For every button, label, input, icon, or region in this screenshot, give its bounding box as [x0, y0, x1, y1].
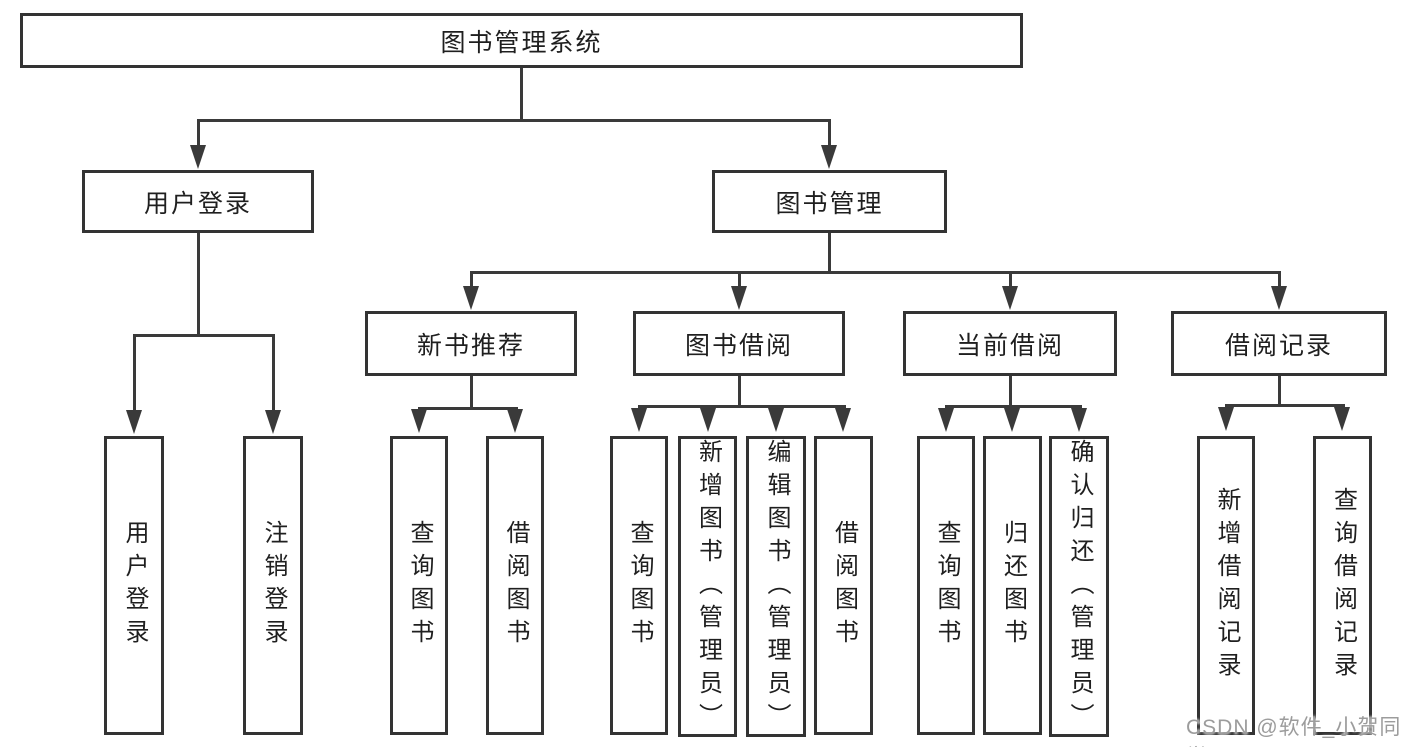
node-edit-book-admin: 编辑图书（管理员）: [746, 436, 806, 737]
node-borrowing-borrow-books: 借阅图书: [814, 436, 873, 735]
arrowhead-down-icon: [1002, 286, 1018, 310]
connector-drop: [1009, 271, 1012, 288]
connector-rail: [1225, 404, 1345, 407]
arrowhead-down-icon: [190, 145, 206, 169]
arrowhead-down-icon: [1271, 286, 1287, 310]
connector-stub: [197, 233, 200, 336]
connector-drop: [133, 334, 136, 412]
connector-rail: [418, 407, 518, 410]
node-book-borrowing: 图书借阅: [633, 311, 845, 376]
arrowhead-down-icon: [126, 410, 142, 434]
node-add-book-admin: 新增图书（管理员）: [678, 436, 737, 737]
node-login-user: 用户登录: [104, 436, 164, 735]
node-borrowing-query-books: 查询图书: [610, 436, 668, 735]
node-borrowing-records: 借阅记录: [1171, 311, 1387, 376]
node-query-borrow-record: 查询借阅记录: [1313, 436, 1372, 735]
node-library-management-system: 图书管理系统: [20, 13, 1023, 68]
connector-rail: [945, 405, 1082, 408]
node-logout: 注销登录: [243, 436, 303, 735]
arrowhead-down-icon: [835, 408, 851, 432]
arrowhead-down-icon: [700, 408, 716, 432]
connector-stub: [828, 233, 831, 273]
connector-rail: [133, 334, 275, 337]
connector-drop: [470, 271, 473, 288]
connector-level3-rail: [470, 271, 1281, 274]
arrowhead-down-icon: [1218, 407, 1234, 431]
csdn-watermark: CSDN @软件_小贺同学: [1186, 716, 1402, 747]
node-add-borrow-record: 新增借阅记录: [1197, 436, 1255, 735]
arrowhead-down-icon: [507, 409, 523, 433]
node-current-query-books: 查询图书: [917, 436, 975, 735]
arrowhead-down-icon: [821, 145, 837, 169]
node-book-management: 图书管理: [712, 170, 947, 233]
node-recommend-borrow-books: 借阅图书: [486, 436, 544, 735]
arrowhead-down-icon: [938, 408, 954, 432]
node-new-book-recommend: 新书推荐: [365, 311, 577, 376]
connector-rail: [638, 405, 846, 408]
connector-stub: [738, 376, 741, 408]
arrowhead-down-icon: [265, 410, 281, 434]
arrowhead-down-icon: [1071, 408, 1087, 432]
connector-stub: [1009, 376, 1012, 408]
arrowhead-down-icon: [1334, 407, 1350, 431]
node-confirm-return-admin: 确认归还（管理员）: [1049, 436, 1109, 737]
connector-drop: [272, 334, 275, 412]
arrowhead-down-icon: [411, 409, 427, 433]
arrowhead-down-icon: [1004, 408, 1020, 432]
node-return-book: 归还图书: [983, 436, 1042, 735]
connector-drop: [828, 119, 831, 147]
arrowhead-down-icon: [631, 408, 647, 432]
node-current-borrowing: 当前借阅: [903, 311, 1117, 376]
arrowhead-down-icon: [768, 408, 784, 432]
connector-drop: [738, 271, 741, 288]
arrowhead-down-icon: [463, 286, 479, 310]
connector-stub: [470, 376, 473, 410]
arrowhead-down-icon: [731, 286, 747, 310]
connector-level2-rail: [197, 119, 831, 122]
node-recommend-query-books: 查询图书: [390, 436, 448, 735]
node-user-login: 用户登录: [82, 170, 314, 233]
connector-drop: [197, 119, 200, 147]
connector-drop: [1278, 271, 1281, 288]
connector-stub: [1278, 376, 1281, 407]
connector-root-stub: [520, 66, 523, 122]
